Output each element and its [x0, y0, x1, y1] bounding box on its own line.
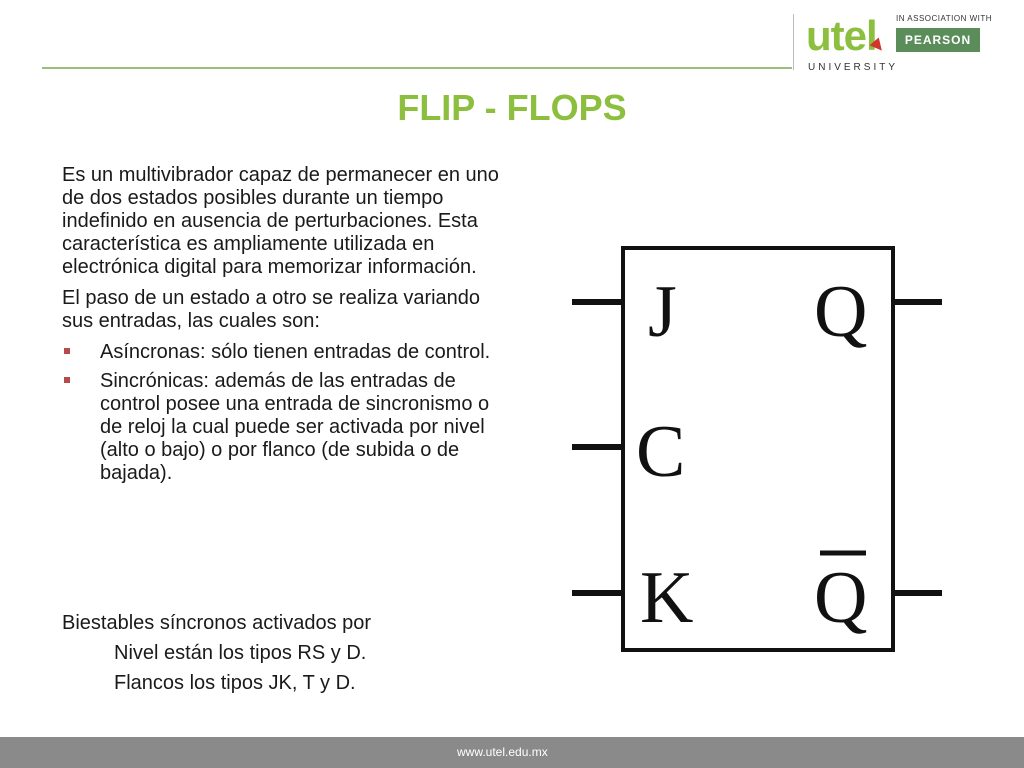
bullet-text: Sincrónicas: además de las entradas de c…: [100, 370, 490, 484]
slide-title: FLIP - FLOPS: [397, 87, 627, 128]
summary-heading: Biestables síncronos activados por: [62, 612, 372, 634]
utel-logo: utel UNIVERSITY IN ASSOCIATION WITH PEAR…: [806, 10, 1006, 76]
label-k: K: [640, 557, 693, 639]
footer-url[interactable]: www.utel.edu.mx: [457, 745, 548, 759]
footer-bar: www.utel.edu.mx: [0, 737, 1024, 768]
summary-flancos: Flancos los tipos JK, T y D.: [114, 672, 356, 694]
label-qbar: Q: [814, 557, 867, 639]
list-item: Asíncronas: sólo tienen entradas de cont…: [62, 341, 502, 364]
inputs-paragraph: El paso de un estado a otro se realiza v…: [62, 287, 481, 332]
summary-nivel: Nivel están los tipos RS y D.: [114, 642, 367, 664]
bullet-square-icon: [64, 377, 70, 383]
definition-paragraph: Es un multivibrador capaz de permanecer …: [62, 164, 499, 278]
utel-wordmark: utel: [806, 12, 878, 59]
list-item: Sincrónicas: además de las entradas de c…: [62, 370, 502, 485]
jk-flipflop-symbol: J C K Q Q: [572, 246, 942, 652]
pearson-logo: PEARSON: [896, 28, 980, 52]
university-label: UNIVERSITY: [808, 62, 899, 73]
summary-block: Biestables síncronos activados por Nivel…: [62, 608, 371, 698]
label-j: J: [648, 271, 677, 353]
logo-separator: [793, 14, 794, 70]
label-c: C: [636, 411, 685, 493]
input-types-list: Asíncronas: sólo tienen entradas de cont…: [62, 341, 502, 485]
bullet-square-icon: [64, 348, 70, 354]
association-label: IN ASSOCIATION WITH: [896, 14, 993, 23]
slide-body: Es un multivibrador capaz de permanecer …: [62, 164, 502, 491]
header-divider: [42, 67, 792, 69]
label-q: Q: [814, 271, 867, 353]
bullet-text: Asíncronas: sólo tienen entradas de cont…: [100, 341, 491, 363]
